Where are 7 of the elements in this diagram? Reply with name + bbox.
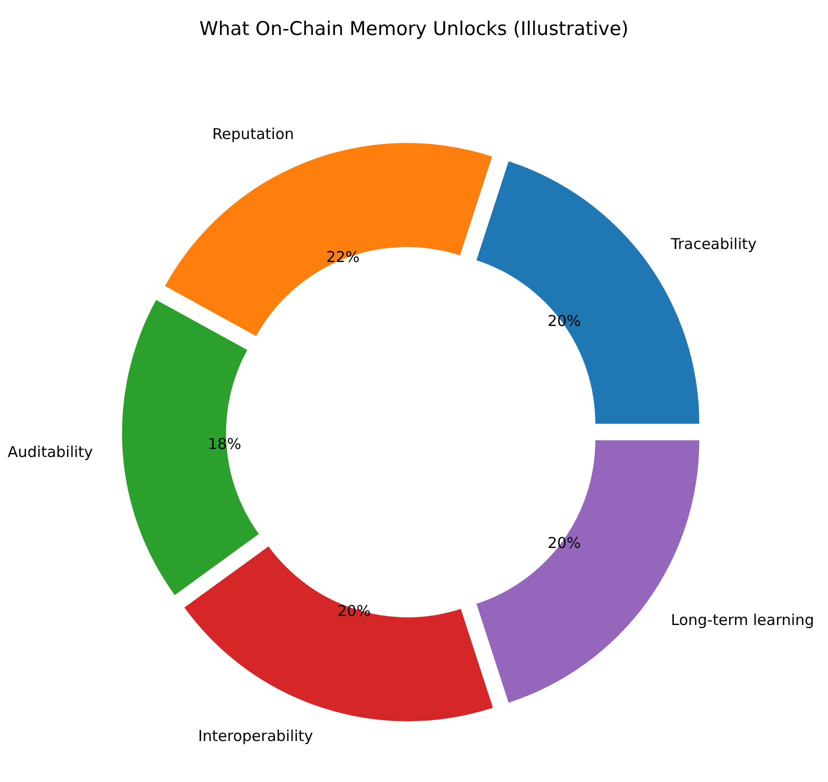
category-label: Long-term learning	[670, 611, 814, 630]
category-label: Auditability	[8, 443, 93, 462]
category-label: Interoperability	[198, 727, 314, 746]
percentage-label: 20%	[337, 602, 371, 620]
category-label: Reputation	[212, 125, 294, 144]
category-label: Traceability	[670, 234, 757, 253]
chart-title: What On-Chain Memory Unlocks (Illustrative)	[198, 18, 630, 40]
